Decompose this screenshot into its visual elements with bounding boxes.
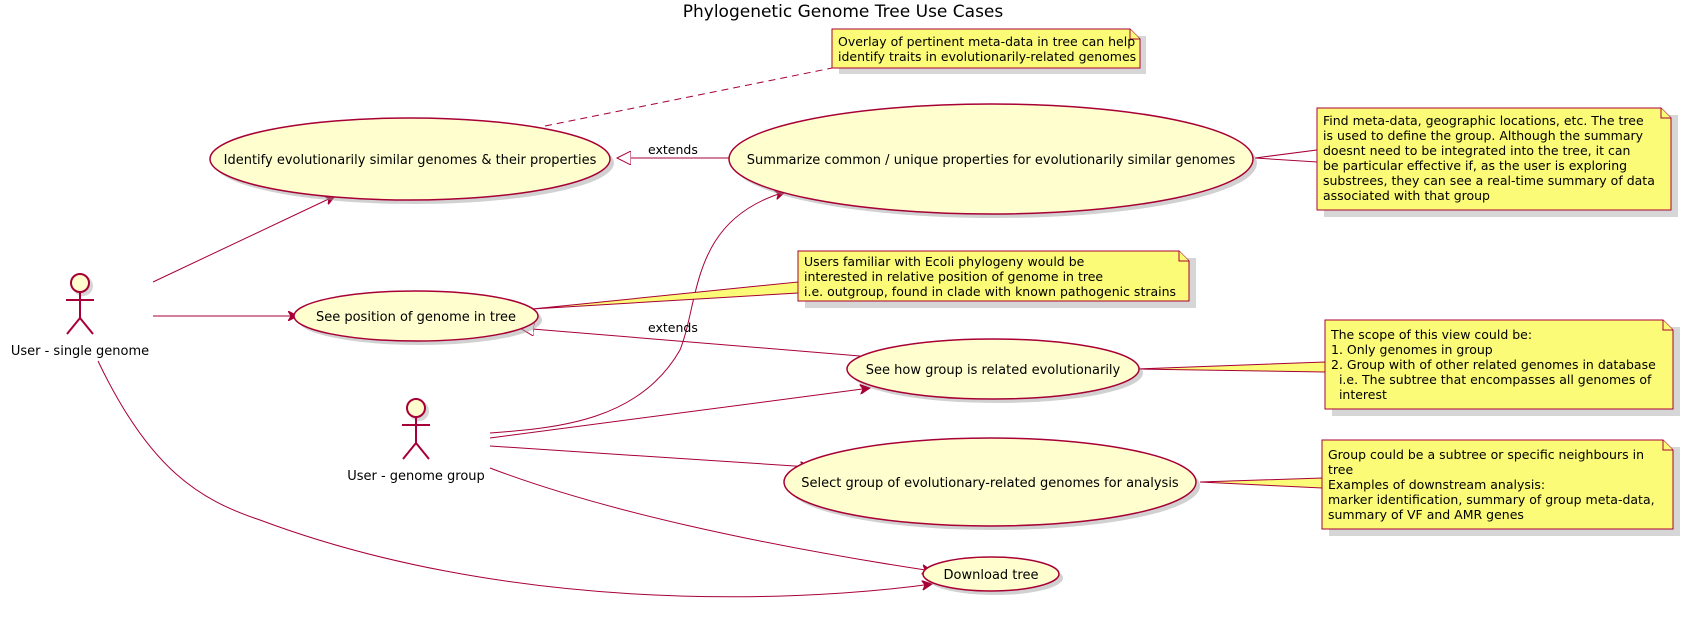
- note-find: Find meta-data, geographic locations, et…: [1316, 107, 1678, 217]
- note-find-line: associated with that group: [1323, 188, 1490, 203]
- usecase-identify-label: Identify evolutionarily similar genomes …: [224, 153, 597, 168]
- note-overlay-line: identify traits in evolutionarily-relate…: [838, 49, 1136, 64]
- note-ecoli: Users familiar with Ecoli phylogeny woul…: [797, 250, 1196, 308]
- note-overlay: Overlay of pertinent meta-data in tree c…: [831, 28, 1146, 74]
- note-find-line: Find meta-data, geographic locations, et…: [1323, 113, 1644, 128]
- actor-icon: [402, 398, 430, 460]
- note-groupsub-line: summary of VF and AMR genes: [1328, 507, 1524, 522]
- actor-single-genome[interactable]: User - single genome: [11, 273, 149, 359]
- extends-label-1: extends: [648, 142, 698, 157]
- usecase-related-label: See how group is related evolutionarily: [866, 363, 1121, 378]
- assoc-group-related: [489, 388, 870, 439]
- note-link-find: [1254, 149, 1318, 163]
- note-find-line: is used to define the group. Although th…: [1323, 128, 1644, 143]
- note-groupsub: Group could be a subtree or specific nei…: [1321, 439, 1680, 536]
- note-groupsub-line: marker identification, summary of group …: [1328, 492, 1655, 507]
- note-link-ecoli: [531, 281, 799, 310]
- note-ecoli-line: interested in relative position of genom…: [804, 269, 1103, 284]
- note-scope-line: interest: [1331, 387, 1387, 402]
- assoc-group-summarize: [489, 192, 785, 434]
- note-scope-line: i.e. The subtree that encompasses all ge…: [1331, 372, 1652, 387]
- usecase-select-label: Select group of evolutionary-related gen…: [801, 476, 1179, 491]
- actor-genome-group[interactable]: User - genome group: [347, 398, 485, 484]
- note-overlay-line: Overlay of pertinent meta-data in tree c…: [838, 34, 1135, 49]
- note-scope: The scope of this view could be: 1. Only…: [1324, 319, 1680, 416]
- usecase-download[interactable]: Download tree: [922, 556, 1063, 595]
- actor-icon: [66, 273, 94, 335]
- note-find-line: doesnt need to be integrated into the tr…: [1323, 143, 1630, 158]
- actor-single-genome-label: User - single genome: [11, 344, 149, 359]
- usecase-identify[interactable]: Identify evolutionarily similar genomes …: [209, 117, 614, 204]
- note-find-line: substrees, they can see a real-time summ…: [1323, 173, 1655, 188]
- diagram-title: Phylogenetic Genome Tree Use Cases: [683, 2, 1004, 22]
- note-ecoli-line: Users familiar with Ecoli phylogeny woul…: [804, 254, 1085, 269]
- usecase-select[interactable]: Select group of evolutionary-related gen…: [783, 437, 1200, 530]
- note-scope-line: 1. Only genomes in group: [1331, 342, 1493, 357]
- usecase-position[interactable]: See position of genome in tree: [293, 290, 542, 345]
- note-groupsub-line: tree: [1328, 462, 1353, 477]
- usecase-download-label: Download tree: [944, 568, 1039, 583]
- usecase-related[interactable]: See how group is related evolutionarily: [846, 338, 1143, 403]
- note-link-overlay: [544, 67, 833, 127]
- usecase-summarize[interactable]: Summarize common / unique properties for…: [728, 103, 1257, 218]
- note-ecoli-line: i.e. outgroup, found in clade with known…: [804, 284, 1176, 299]
- extends-related-position: [520, 328, 861, 357]
- extends-label-2: extends: [648, 320, 698, 335]
- note-find-line: be particular effective if, as the user …: [1323, 158, 1627, 173]
- assoc-single-download: [97, 360, 932, 598]
- usecase-position-label: See position of genome in tree: [316, 310, 516, 325]
- note-link-groupsub: [1199, 477, 1323, 489]
- usecase-summarize-label: Summarize common / unique properties for…: [747, 153, 1236, 168]
- note-groupsub-line: Examples of downstream analysis:: [1328, 477, 1545, 492]
- actor-genome-group-label: User - genome group: [347, 469, 485, 484]
- note-link-scope: [1134, 361, 1326, 373]
- assoc-group-download: [489, 467, 932, 571]
- note-scope-line: The scope of this view could be:: [1330, 327, 1532, 342]
- note-scope-line: 2. Group with of other related genomes i…: [1331, 357, 1656, 372]
- note-groupsub-line: Group could be a subtree or specific nei…: [1328, 447, 1644, 462]
- assoc-group-select: [489, 445, 810, 467]
- assoc-single-identify: [152, 196, 335, 283]
